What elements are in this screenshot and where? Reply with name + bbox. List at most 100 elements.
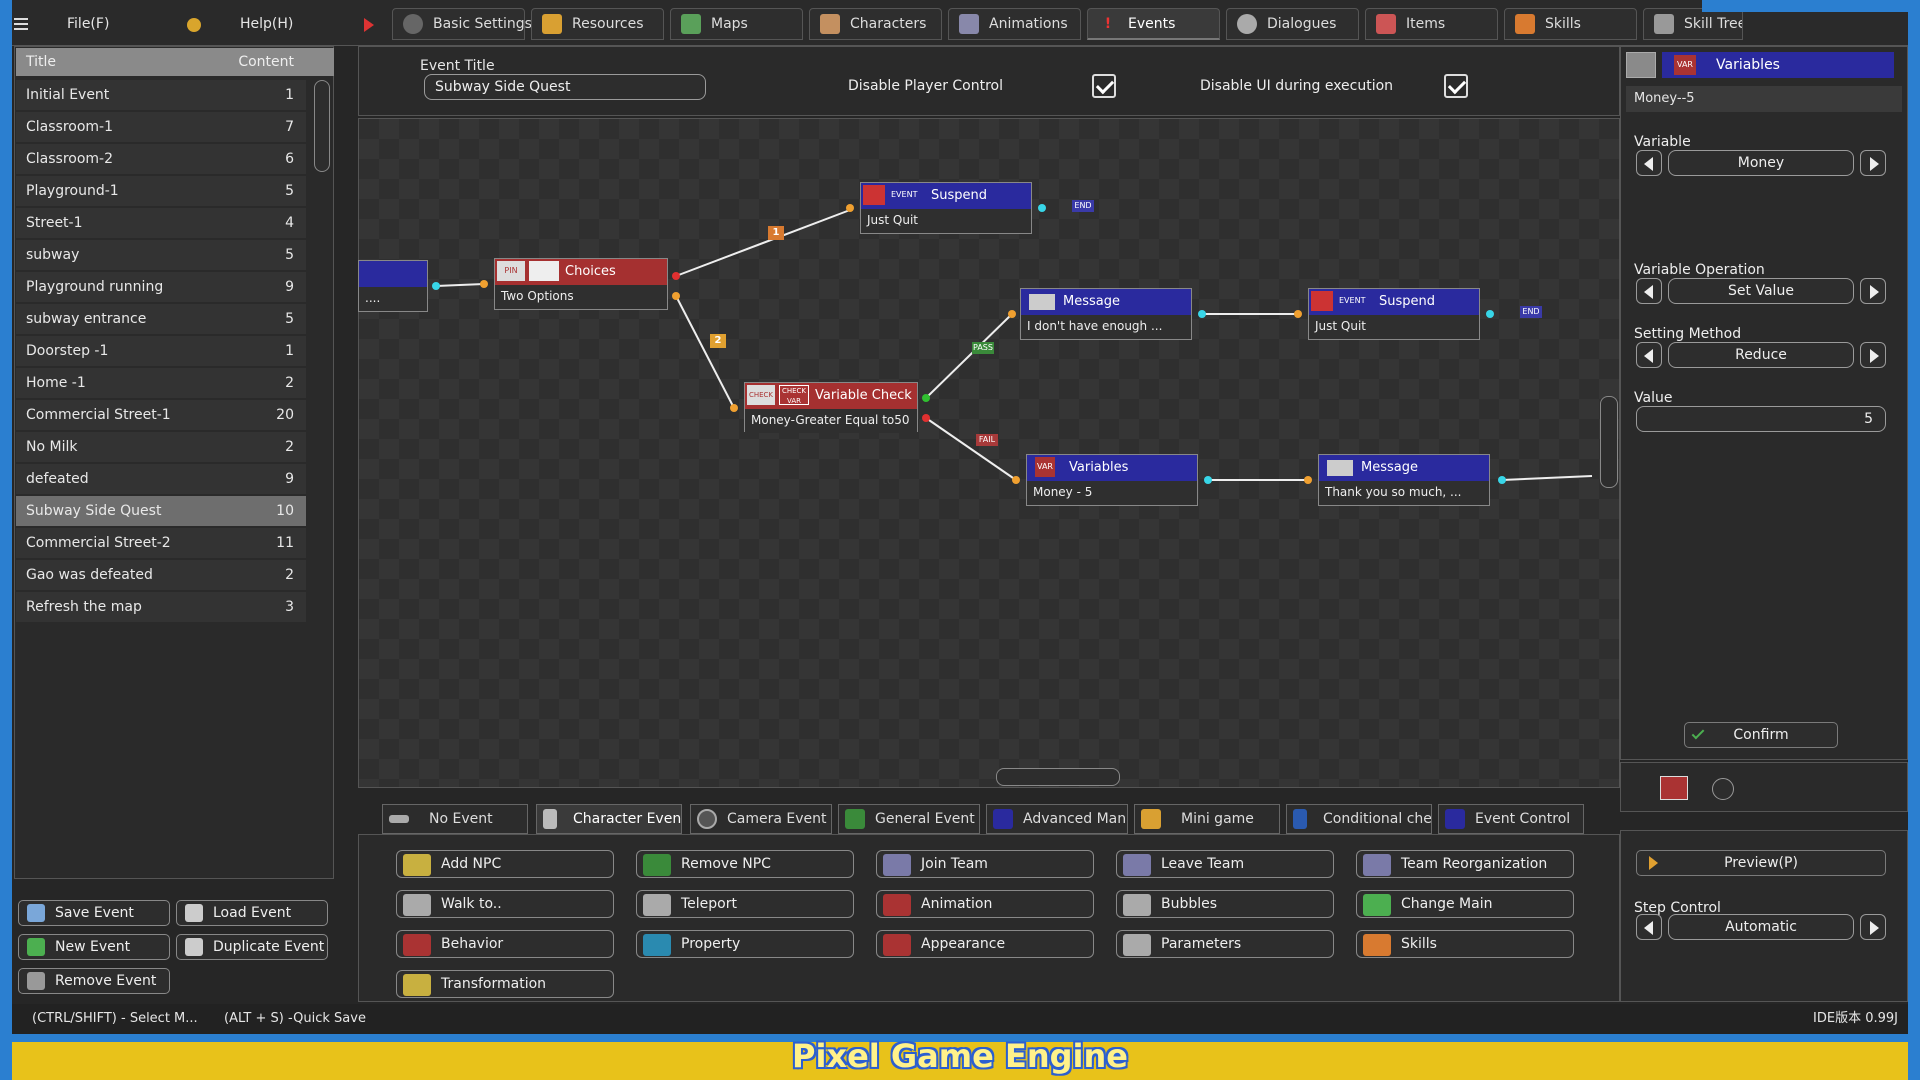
variable-select[interactable]: Money bbox=[1668, 150, 1854, 176]
disable-ui-checkbox[interactable] bbox=[1444, 74, 1468, 98]
appearance-button[interactable]: Appearance bbox=[876, 930, 1094, 958]
leave-team-button[interactable]: Leave Team bbox=[1116, 850, 1334, 878]
tab-basic-settings[interactable]: Basic Settings bbox=[392, 8, 532, 40]
skills-button[interactable]: Skills bbox=[1356, 930, 1574, 958]
behavior-button[interactable]: Behavior bbox=[396, 930, 614, 958]
method-prev-button[interactable] bbox=[1636, 342, 1662, 368]
walk-to-button[interactable]: Walk to.. bbox=[396, 890, 614, 918]
tab-skills[interactable]: Skills bbox=[1504, 8, 1637, 40]
tab-mini-game[interactable]: Mini game bbox=[1134, 804, 1280, 834]
variable-prev-button[interactable] bbox=[1636, 150, 1662, 176]
tab-maps[interactable]: Maps bbox=[670, 8, 803, 40]
operation-prev-button[interactable] bbox=[1636, 278, 1662, 304]
teleport-button[interactable]: Teleport bbox=[636, 890, 854, 918]
tab-advanced-management[interactable]: Advanced Manag... bbox=[986, 804, 1128, 834]
port[interactable] bbox=[1198, 310, 1206, 318]
canvas-vertical-scrollbar[interactable] bbox=[1600, 396, 1618, 488]
port[interactable] bbox=[1204, 476, 1212, 484]
port[interactable] bbox=[922, 414, 930, 422]
port[interactable] bbox=[730, 404, 738, 412]
port[interactable] bbox=[432, 282, 440, 290]
port[interactable] bbox=[1294, 310, 1302, 318]
port[interactable] bbox=[672, 292, 680, 300]
load-event-button[interactable]: Load Event bbox=[176, 900, 328, 926]
method-select[interactable]: Reduce bbox=[1668, 342, 1854, 368]
step-control-select[interactable]: Automatic bbox=[1668, 914, 1854, 940]
operation-next-button[interactable] bbox=[1860, 278, 1886, 304]
event-title-input[interactable]: Subway Side Quest bbox=[424, 74, 706, 100]
method-next-button[interactable] bbox=[1860, 342, 1886, 368]
disable-player-checkbox[interactable] bbox=[1092, 74, 1116, 98]
remove-event-button[interactable]: Remove Event bbox=[18, 968, 170, 994]
port[interactable] bbox=[480, 280, 488, 288]
port[interactable] bbox=[1486, 310, 1494, 318]
help-menu[interactable]: Help(H) bbox=[240, 16, 294, 32]
team-reorganization-button[interactable]: Team Reorganization bbox=[1356, 850, 1574, 878]
value-input[interactable]: 5 bbox=[1636, 406, 1886, 432]
change-main-button[interactable]: Change Main bbox=[1356, 890, 1574, 918]
port[interactable] bbox=[1008, 310, 1016, 318]
tab-no-event[interactable]: No Event bbox=[382, 804, 528, 834]
properties-color-swatch[interactable] bbox=[1626, 52, 1656, 78]
bubbles-button[interactable]: Bubbles bbox=[1116, 890, 1334, 918]
duplicate-event-button[interactable]: Duplicate Event bbox=[176, 934, 328, 960]
node-message-2[interactable]: Message Thank you so much, ... bbox=[1318, 454, 1490, 506]
tab-items[interactable]: Items bbox=[1365, 8, 1498, 40]
transformation-button[interactable]: Transformation bbox=[396, 970, 614, 998]
port[interactable] bbox=[846, 204, 854, 212]
animation-button[interactable]: Animation bbox=[876, 890, 1094, 918]
remove-npc-button[interactable]: Remove NPC bbox=[636, 850, 854, 878]
tab-character-event[interactable]: Character Event bbox=[536, 804, 682, 834]
tab-animations[interactable]: Animations bbox=[948, 8, 1081, 40]
property-button[interactable]: Property bbox=[636, 930, 854, 958]
tab-general-event[interactable]: General Event bbox=[838, 804, 980, 834]
preview-button[interactable]: Preview(P) bbox=[1636, 850, 1886, 876]
tab-dialogues[interactable]: Dialogues bbox=[1226, 8, 1359, 40]
tab-skill-trees[interactable]: Skill Trees bbox=[1643, 8, 1743, 40]
port[interactable] bbox=[672, 272, 680, 280]
file-menu[interactable]: File(F) bbox=[67, 16, 110, 32]
delete-node-icon[interactable] bbox=[1712, 778, 1734, 800]
join-team-button[interactable]: Join Team bbox=[876, 850, 1094, 878]
new-event-button[interactable]: New Event bbox=[18, 934, 170, 960]
node-message-1[interactable]: Message I don't have enough ... bbox=[1020, 288, 1192, 340]
tab-conditional-check[interactable]: Conditional check bbox=[1286, 804, 1432, 834]
event-list-scrollbar[interactable] bbox=[314, 80, 330, 172]
port[interactable] bbox=[1038, 204, 1046, 212]
add-npc-button[interactable]: Add NPC bbox=[396, 850, 614, 878]
confirm-button[interactable]: Confirm bbox=[1684, 722, 1838, 748]
step-next-button[interactable] bbox=[1860, 914, 1886, 940]
tab-characters[interactable]: Characters bbox=[809, 8, 942, 40]
variable-next-button[interactable] bbox=[1860, 150, 1886, 176]
port[interactable] bbox=[1498, 476, 1506, 484]
tab-events[interactable]: !Events bbox=[1087, 8, 1220, 40]
step-prev-button[interactable] bbox=[1636, 914, 1662, 940]
port[interactable] bbox=[1012, 476, 1020, 484]
tab-camera-event[interactable]: Camera Event bbox=[690, 804, 832, 834]
port[interactable] bbox=[1304, 476, 1312, 484]
canvas-horizontal-scrollbar[interactable] bbox=[996, 768, 1120, 786]
parameters-button[interactable]: Parameters bbox=[1116, 930, 1334, 958]
port[interactable] bbox=[922, 394, 930, 402]
